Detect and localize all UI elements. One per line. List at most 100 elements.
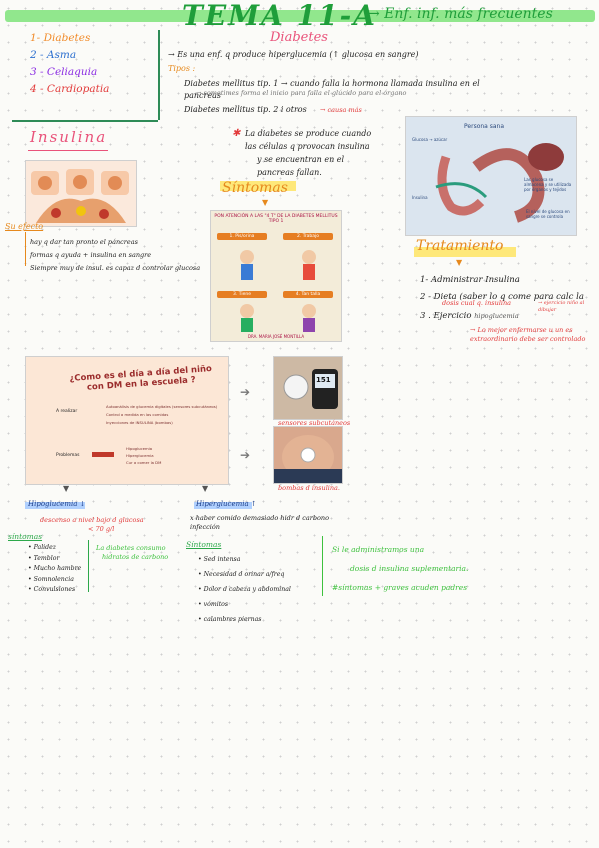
insulin-cells-illustration bbox=[31, 169, 129, 223]
tratamiento-note: dosis cual q. insulina bbox=[442, 299, 512, 307]
panel-label: 1. Pis/orina bbox=[217, 233, 267, 240]
hiperglucemia-sintomas-label: Síntomas bbox=[186, 540, 222, 549]
symptoms-image: PON ATENCIÓN A LAS "4 T" DE LA DIABETES … bbox=[210, 210, 342, 342]
pump-caption: bombas d insulina. bbox=[278, 484, 340, 492]
school-slide-image: ¿Como es el día a día del niño con DM en… bbox=[25, 356, 229, 485]
type2-note: → causa más bbox=[320, 106, 362, 114]
diabetes-definition: → Es una enf. q produce hiperglucemia (↑… bbox=[168, 50, 419, 59]
hipoglucemia-def-line: descenso a nivel bajo d glucosa bbox=[40, 516, 144, 524]
hipoglucemia-sintomas-label: síntomas bbox=[8, 532, 43, 541]
symptom-item: Temblor bbox=[28, 554, 81, 565]
diagram-label: Glucosa → azúcar bbox=[412, 137, 448, 142]
hipo-divider bbox=[88, 540, 89, 592]
green-notes: Si le administramos una dosis d insulina… bbox=[332, 540, 468, 597]
effect-item: hay q dar tan pronto el páncreas bbox=[30, 238, 138, 246]
hiperglucemia-def: x haber comido demasiado hidr d carbono … bbox=[190, 514, 370, 533]
tratamiento-heading: Tratamiento bbox=[416, 238, 504, 254]
effect-item: Siempre muy de insul. es capaz d control… bbox=[30, 264, 201, 272]
insulin-cells-image bbox=[25, 160, 137, 227]
symptom-item: calambres piernas bbox=[198, 612, 291, 627]
down-arrow-icon: ▼ bbox=[202, 484, 209, 493]
school-realizar-item: Control a medida en las comidas bbox=[106, 412, 169, 417]
page-title: TEMA 11-A bbox=[182, 0, 377, 32]
types-label: Tipos : bbox=[168, 64, 196, 73]
symptom-item: vómitos bbox=[198, 597, 291, 612]
tratamiento-side-note: → ejercicio niño al dibujar bbox=[538, 300, 585, 314]
insulina-heading: Insulina bbox=[30, 128, 108, 146]
symptoms-image-footer: DRA. MARIA JOSÉ MONTILLA bbox=[247, 334, 305, 339]
diagram-label: Insulina bbox=[412, 195, 428, 200]
school-realizar-item: Autoanálisis de glucemia digitales (sens… bbox=[106, 404, 218, 409]
cause-line: las células q provocan insulina bbox=[245, 142, 370, 151]
insulina-underline bbox=[28, 150, 108, 151]
page-header: TEMA 11-A → Enf. inf. más frecuentes bbox=[0, 0, 599, 32]
sensor-image: 151 bbox=[273, 356, 343, 420]
type1-text: Diabetes mellitus tip. 1 → cuando falla … bbox=[184, 79, 480, 100]
cause-line: La diabetes se produce cuando bbox=[245, 129, 372, 138]
symptoms-panel: 3. Tiene bbox=[217, 291, 267, 298]
hiperglucemia-sintomas-list: Sed intensa Necesidad d orinar a/freq Do… bbox=[198, 552, 291, 627]
symptoms-panel: 1. Pis/orina bbox=[217, 233, 267, 240]
body-diagram-image: Persona sana Glucosa → azúcar Insulina L… bbox=[405, 116, 577, 236]
symptom-item: Dolor d cabeza y abdominal bbox=[198, 582, 291, 597]
diagram-label: Las glucosa se almacena y se utilizada p… bbox=[524, 177, 572, 192]
down-arrow-icon: ▼ bbox=[262, 198, 269, 207]
school-problemas-list: Hipoglucemia Hiperglucemia Cur a comer l… bbox=[126, 445, 161, 466]
symptom-item: Sed intensa bbox=[198, 552, 291, 567]
cause-note: La diabetes se produce cuando las célula… bbox=[245, 127, 405, 179]
tratamiento-note: hipoglucemia bbox=[474, 312, 519, 321]
tratamiento-item: 1- Administrar Insulina bbox=[420, 275, 520, 285]
hiper-def-line: infección bbox=[190, 523, 220, 532]
hipoglucemia-sintomas-list: Palidez Temblor Mucho hambre Somnolencia… bbox=[28, 543, 82, 596]
hipoglucemia-note: La diabetes consumo hidratos de carbono bbox=[96, 544, 168, 563]
hipo-note-line: La diabetes consumo bbox=[96, 544, 166, 552]
sensor-illustration bbox=[283, 369, 338, 409]
tratamiento-item-label: 3 . Ejercicio bbox=[420, 311, 472, 322]
sensor-caption: sensores subcutáneos bbox=[278, 419, 351, 427]
tratamiento-list: 1- Administrar Insulina 2 - Dieta (saber… bbox=[420, 272, 595, 325]
right-arrow-icon: ➔ bbox=[240, 385, 251, 399]
hipoglucemia-def-line: < 70 g/l bbox=[88, 525, 115, 534]
cause-line: y se encuentran en el bbox=[257, 155, 345, 164]
arrow-icon bbox=[92, 452, 114, 457]
tratamiento-highlight bbox=[414, 247, 516, 257]
index-divider bbox=[158, 30, 160, 120]
type1-note: → sometimes forma el inicio para falla e… bbox=[196, 89, 407, 97]
school-problemas-item: Hiperglucemia bbox=[126, 453, 154, 458]
type2-text: Diabetes mellitus tip. 2 i otros bbox=[184, 105, 307, 114]
effect-bracket bbox=[25, 232, 26, 266]
symptoms-panel: 2. Trabajo bbox=[283, 233, 333, 240]
school-realizar-label: A realizar bbox=[56, 409, 78, 414]
cause-line: pancreas fallan. bbox=[257, 168, 322, 177]
symptom-item: Palidez bbox=[28, 543, 81, 554]
down-arrow-icon: ▼ bbox=[456, 258, 463, 267]
kids-illustration bbox=[240, 250, 316, 332]
symptom-item: Mucho hambre bbox=[28, 564, 82, 575]
school-problemas-item: Cur a comer la DM bbox=[126, 460, 162, 465]
green-note-line: Si le administramos una bbox=[332, 545, 425, 554]
page-subtitle: → Enf. inf. más frecuentes bbox=[368, 6, 553, 22]
topic-item: 4 - Cardiopatia bbox=[30, 83, 110, 95]
topic-item: 3 - Celiaquia bbox=[30, 66, 98, 78]
insulina-effects: hay q dar tan pronto el páncreas formas … bbox=[30, 236, 210, 275]
hipoglucemia-highlight bbox=[25, 502, 85, 509]
panel-label: 3. Tiene bbox=[217, 291, 267, 298]
index-underline bbox=[12, 120, 158, 122]
hiperglucemia-highlight bbox=[194, 502, 252, 509]
body-diagram-title: Persona sana bbox=[464, 123, 505, 130]
effect-item: formas q ayuda + insulina en sangre bbox=[30, 251, 152, 259]
topic-item: 2 - Asma bbox=[30, 49, 77, 61]
green-note-line: #síntomas + graves acuden padres bbox=[332, 583, 468, 592]
diabetes-heading: Diabetes bbox=[270, 30, 328, 45]
symptoms-image-title: PON ATENCIÓN A LAS "4 T" DE LA DIABETES … bbox=[214, 214, 338, 224]
hiperglucemia-heading: Hiperglucemia ↑ bbox=[196, 500, 257, 508]
sintomas-highlight bbox=[220, 181, 296, 191]
insulina-effect-label: Su efecto bbox=[5, 222, 44, 231]
topic-index: 1- Diabetes 2 - Asma 3 - Celiaquia 4 - C… bbox=[30, 30, 109, 98]
hipoglucemia-def: descenso a nivel bajo d glucosa < 70 g/l bbox=[40, 516, 144, 535]
school-problemas-item: Hipoglucemia bbox=[126, 446, 153, 451]
panel-label: 4. Tan talla bbox=[283, 291, 333, 298]
tratamiento-warning: → Lo mejor enfermarse u un es extraordin… bbox=[470, 326, 586, 344]
title-highlight bbox=[5, 10, 595, 22]
school-problemas-label: Problemas bbox=[56, 453, 80, 458]
